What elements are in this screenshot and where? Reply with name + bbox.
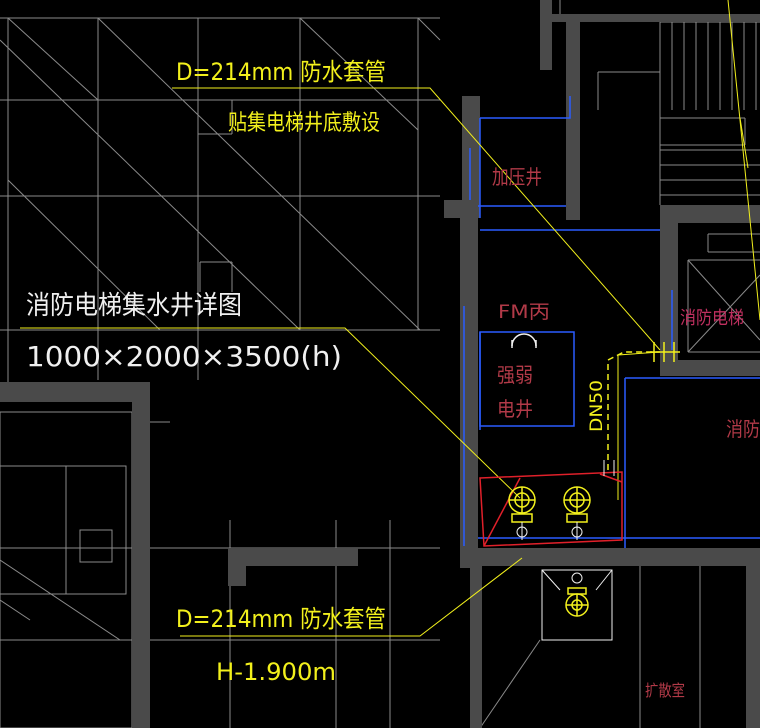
pipe-sleeve-icon: [650, 342, 680, 362]
room-fm-valve: FM丙: [498, 301, 550, 323]
bottom-note-line2: H-1.900m: [216, 658, 336, 686]
pump-icon: [565, 587, 589, 617]
detail-title: 消防电梯集水井详图: [26, 291, 242, 321]
room-pressure-shaft: 加压井: [492, 165, 542, 189]
detail-dimensions: 1000×2000×3500(h): [26, 340, 342, 373]
room-fire-partial: 消防: [726, 417, 760, 441]
bottom-note-line1: D=214mm 防水套管: [176, 605, 386, 633]
dn50-pipe: [607, 351, 660, 470]
stair-treads: [659, 21, 760, 205]
room-expansion: 扩散室: [645, 681, 685, 700]
blue-lines: [463, 96, 760, 548]
pump-drains: [516, 460, 615, 641]
pipe-label: DN50: [587, 380, 607, 432]
room-strong-weak-1: 强弱: [497, 363, 533, 387]
top-note-line2: 贴集电梯井底敷设: [228, 111, 380, 136]
door-swing-icon: [511, 333, 537, 348]
sump-pit: [479, 471, 623, 547]
room-strong-weak-2: 电井: [497, 397, 533, 421]
pump-icon: [563, 486, 591, 523]
room-fire-elevator: 消防电梯: [680, 308, 744, 329]
top-note-line1: D=214mm 防水套管: [176, 58, 386, 86]
